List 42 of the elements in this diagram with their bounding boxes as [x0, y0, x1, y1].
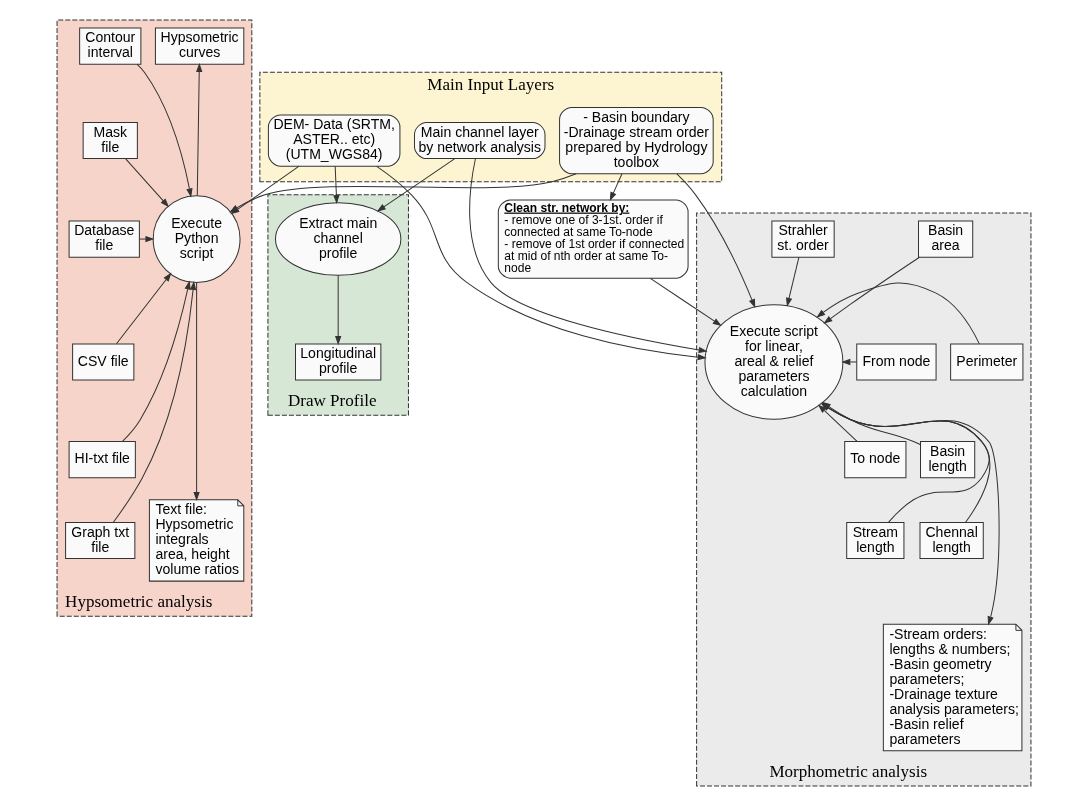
arrow	[675, 173, 755, 308]
arrow	[468, 158, 707, 353]
arrow	[332, 165, 339, 204]
arrow	[649, 277, 721, 326]
node-box: Clean str. network by: - remove one of 3-1st. order if connected at same To-node - remove of 1st order if connected at mid of nth order at same To- node	[497, 199, 689, 279]
node-box: - Basin boundary -Drainage stream order prepared by Hydrology toolbox	[558, 106, 714, 175]
node-box: DEM- Data (SRTM, ASTER.. etc) (UTM_WGS84)	[267, 114, 400, 167]
arrow	[112, 281, 196, 523]
node-box: Chennal length	[919, 521, 984, 560]
node-box: Perimeter	[949, 343, 1023, 381]
node-box: Stream length	[845, 521, 904, 560]
node-box: Mask file	[82, 121, 138, 160]
node-box: To node	[843, 441, 906, 479]
arrow	[138, 236, 153, 243]
arrow	[124, 158, 169, 207]
arrow	[816, 282, 980, 345]
node-box: Main channel layer by network analysis	[413, 121, 545, 160]
node-box: Database file	[68, 220, 140, 258]
arrow	[785, 256, 799, 306]
arrow	[609, 173, 622, 201]
node-ellipse: Execute script for linear, areal & relief parameters calculation	[703, 304, 843, 420]
node-box: Longitudinal profile	[294, 343, 381, 381]
node-box: HI-txt file	[68, 441, 136, 479]
arrow	[195, 63, 202, 196]
node-box: Graph txt file	[64, 521, 135, 560]
node-box: Strahler st. order	[770, 220, 835, 258]
arrow	[818, 405, 858, 442]
node-box: Hypsometric curves	[154, 27, 244, 65]
arrow	[376, 158, 455, 212]
arrow	[823, 256, 920, 324]
arrow	[136, 63, 192, 197]
arrow	[121, 281, 191, 442]
arrow	[115, 273, 171, 345]
node-box: CSV file	[71, 343, 134, 381]
arrow	[334, 274, 341, 345]
node-box: From node	[855, 343, 937, 381]
node-box: Basin area	[917, 220, 973, 258]
arrow	[193, 282, 200, 500]
arrow	[841, 359, 857, 365]
node-box: Contour interval	[78, 27, 141, 65]
node-box: Basin length	[919, 441, 975, 479]
arrow	[375, 165, 706, 361]
